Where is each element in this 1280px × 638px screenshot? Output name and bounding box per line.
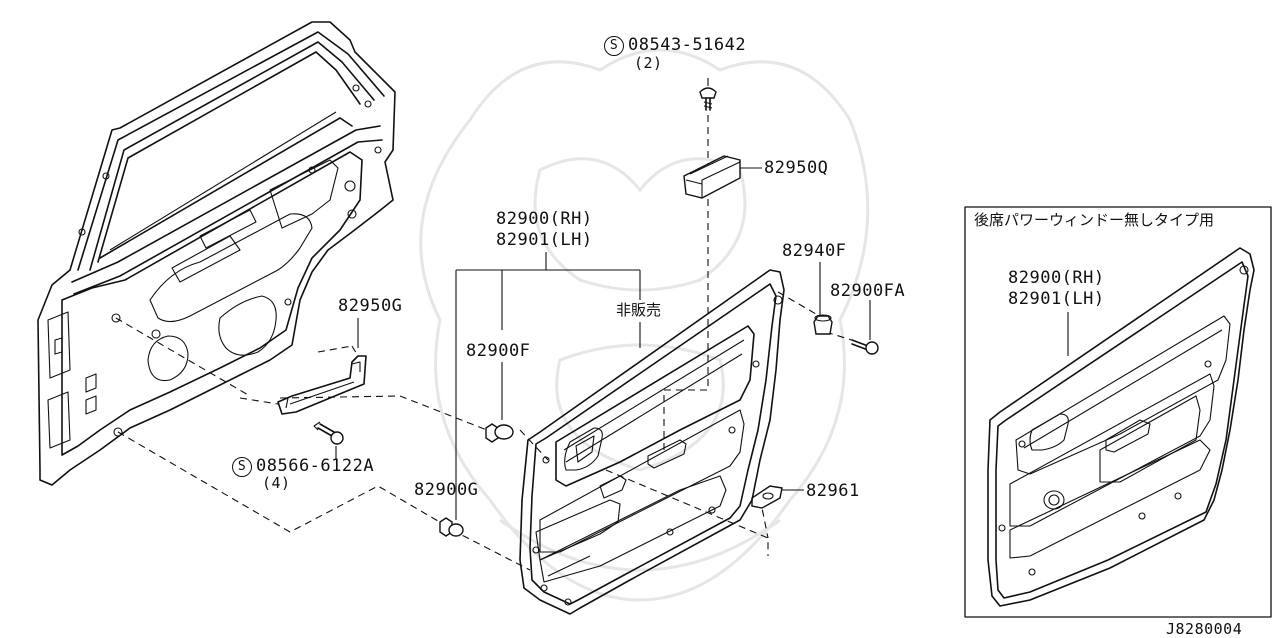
bracket-part: [277, 355, 367, 415]
screw-top-code-text: 08543-51642: [628, 35, 747, 55]
grommet-part: [813, 314, 833, 335]
clip-f-code: 82900F: [466, 341, 531, 361]
grommet-code: 82940F: [782, 241, 847, 261]
inset-box: [964, 206, 1272, 618]
inset-lh-label: 82901(LH): [1008, 289, 1105, 309]
inset-title: 後席パワーウィンドー無しタイプ用: [974, 211, 1215, 229]
screw-bottom-qty: (4): [262, 474, 291, 492]
switch-finisher-code: 82950Q: [764, 158, 829, 178]
main-panel-rh-label: 82900(RH): [496, 209, 593, 229]
clip-f-part: [485, 423, 514, 443]
door-trim-panel: [519, 269, 785, 615]
not-sold-label: 非販売: [616, 301, 662, 319]
clip-g-part: [439, 517, 464, 537]
switch-finisher-part: [683, 155, 741, 199]
escutcheon-code: 82961: [806, 481, 860, 501]
screw-bottom-code-text: 08566-6122A: [256, 456, 375, 476]
clip-g-code: 82900G: [414, 480, 479, 500]
screw-fa-part: [851, 339, 879, 355]
leader-lines: [115, 78, 871, 571]
diagram-id: J8280004: [1166, 620, 1243, 638]
screw-bottom-part: [313, 421, 344, 445]
screw-top-part: [699, 87, 717, 111]
main-panel-lh-label: 82901(LH): [496, 230, 593, 250]
bracket-code: 82950G: [338, 296, 403, 316]
watermark-logo: [419, 48, 870, 602]
s-symbol: S: [604, 36, 624, 56]
s-symbol-2: S: [232, 457, 252, 477]
escutcheon-part: [751, 485, 783, 509]
rear-door-shell: [37, 21, 396, 486]
inset-rh-label: 82900(RH): [1008, 268, 1105, 288]
screw-top-qty: (2): [634, 54, 663, 72]
screw-fa-code: 82900FA: [830, 281, 906, 301]
